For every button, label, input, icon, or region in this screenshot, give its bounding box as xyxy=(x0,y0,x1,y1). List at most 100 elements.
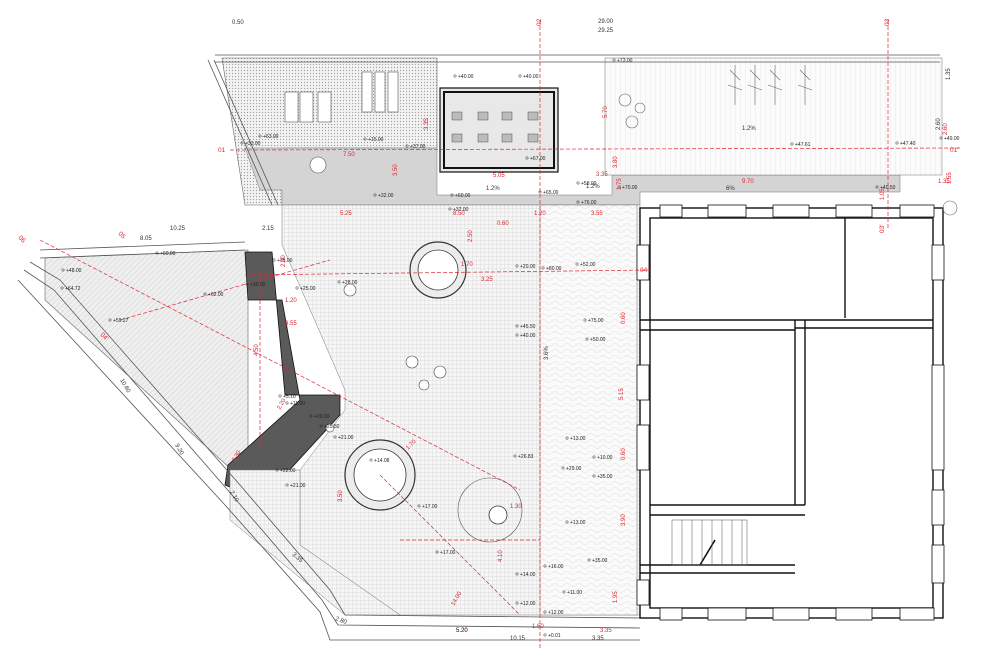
levels-l15: +47.61 xyxy=(795,142,811,148)
levels-l35: +50.00 xyxy=(590,337,606,343)
levels-l6: +37.00 xyxy=(410,144,426,150)
slopes-s3: 6% xyxy=(726,186,735,192)
levels-l55: +21.00 xyxy=(338,435,354,441)
levels-l27: +64.72 xyxy=(65,286,81,292)
level-marker xyxy=(60,286,64,290)
red_dims-d14: 1.20 xyxy=(534,211,546,217)
red_dims-d33: 3.80 xyxy=(613,156,619,168)
black_dims-b8: 2.80 xyxy=(334,616,348,626)
levels-l47: +0.01 xyxy=(548,633,561,639)
level-marker xyxy=(617,185,621,189)
levels-l26: +25.00 xyxy=(300,286,316,292)
benches xyxy=(284,71,399,123)
levels-l40: +13.00 xyxy=(570,520,586,526)
black_dims-b9: 5.20 xyxy=(456,628,468,634)
level-marker xyxy=(450,193,454,197)
levels-l20: +75.00 xyxy=(277,258,293,264)
levels-l51: +21.00 xyxy=(290,483,306,489)
axis_labels-a9: 04' xyxy=(99,331,110,342)
red_dims-d19: 2.50 xyxy=(281,255,287,267)
black_dims-b4: 10.60 xyxy=(118,378,131,395)
levels-l30: +60.00 xyxy=(160,251,176,257)
levels-l8: +67.00 xyxy=(530,156,546,162)
levels-l53: +14.08 xyxy=(374,458,390,464)
red_dims-d35: 2.60 xyxy=(943,123,949,135)
levels-l1: +73.00 xyxy=(617,58,633,64)
level-marker xyxy=(538,190,542,194)
red_dims-d22: 3.50 xyxy=(338,490,344,502)
level-marker xyxy=(583,318,587,322)
garden-north xyxy=(604,57,943,176)
red_dims-d38: 3.55 xyxy=(285,321,297,327)
level-marker xyxy=(585,337,589,341)
level-marker xyxy=(565,520,569,524)
red_dims-d16: 1.70 xyxy=(461,262,473,268)
level-marker xyxy=(543,633,547,637)
level-marker xyxy=(592,474,596,478)
levels-l7: +33.00 xyxy=(245,141,261,147)
levels-l22: +52.00 xyxy=(580,262,596,268)
level-marker xyxy=(541,266,545,270)
levels-l13: +76.00 xyxy=(581,200,597,206)
level-marker xyxy=(525,156,529,160)
level-marker xyxy=(543,610,547,614)
levels-l42: +14.00 xyxy=(520,572,536,578)
level-marker xyxy=(333,435,337,439)
level-marker xyxy=(515,324,519,328)
levels-l33: +40.00 xyxy=(520,333,536,339)
level-marker xyxy=(875,185,879,189)
red_dims-d4: 3.50 xyxy=(393,164,399,176)
levels-l25: +20.00 xyxy=(520,264,536,270)
levels-l44: +11.00 xyxy=(567,590,582,596)
red_dims-d13: 0.60 xyxy=(497,221,509,227)
red_dims-d9: 1.75 xyxy=(617,178,623,190)
level-marker xyxy=(513,454,517,458)
red_dims-d3: 5.70 xyxy=(603,106,609,118)
red_dims-d23: 1.30 xyxy=(510,504,522,510)
level-marker xyxy=(373,193,377,197)
levels-l18: +40.50 xyxy=(880,185,896,191)
levels-l43: +16.00 xyxy=(548,564,564,570)
stair xyxy=(671,519,748,566)
level-marker xyxy=(295,286,299,290)
level-marker xyxy=(405,144,409,148)
level-marker xyxy=(61,268,65,272)
slopes-s5: 3.6% xyxy=(544,346,550,360)
level-marker xyxy=(515,601,519,605)
black_dims-b11: 3.35 xyxy=(592,636,604,642)
levels-l46: +12.00 xyxy=(548,610,564,616)
level-marker xyxy=(592,455,596,459)
red_dims-d27: 1.60 xyxy=(532,624,544,630)
levels-l28: +59.27 xyxy=(113,318,129,324)
axis_labels-a1: 02 xyxy=(536,18,543,26)
levels-l32: +45.50 xyxy=(520,324,536,330)
red_dims-d30: 3.90 xyxy=(621,514,627,526)
black_dims-b12: 1.35 xyxy=(946,68,952,80)
levels-l23: +30.00 xyxy=(250,282,266,288)
level-marker xyxy=(587,558,591,562)
top_dims-c: 29.25 xyxy=(598,28,614,34)
red_dims-d29: 0.60 xyxy=(621,312,627,324)
red_dims-d24: 4.10 xyxy=(498,550,504,562)
levels-l50: +22.00 xyxy=(280,468,296,474)
trees xyxy=(618,65,813,129)
surfaces xyxy=(44,57,943,616)
level-marker xyxy=(155,251,159,255)
red_dims-d31: 5.15 xyxy=(619,388,625,400)
level-marker xyxy=(435,550,439,554)
red_dims-d5: 5.05 xyxy=(493,173,505,179)
red_dims-d1: 7.50 xyxy=(343,152,355,158)
top_dims-b: 29.00 xyxy=(598,19,614,25)
level-marker xyxy=(562,590,566,594)
axis_labels-a6: 04 xyxy=(640,267,648,274)
round-marker xyxy=(942,200,958,216)
red_dims-d40: 3.30 xyxy=(232,449,243,463)
slopes-s4: 1.2% xyxy=(742,126,756,132)
red_dims-d32: 0.60 xyxy=(621,448,627,460)
red_dims-d26: 5.20 xyxy=(456,628,468,634)
level-marker xyxy=(515,333,519,337)
level-marker xyxy=(363,137,367,141)
red_dims-d28: 3.35 xyxy=(600,628,612,634)
axis_labels-a8: 05 xyxy=(117,230,127,240)
